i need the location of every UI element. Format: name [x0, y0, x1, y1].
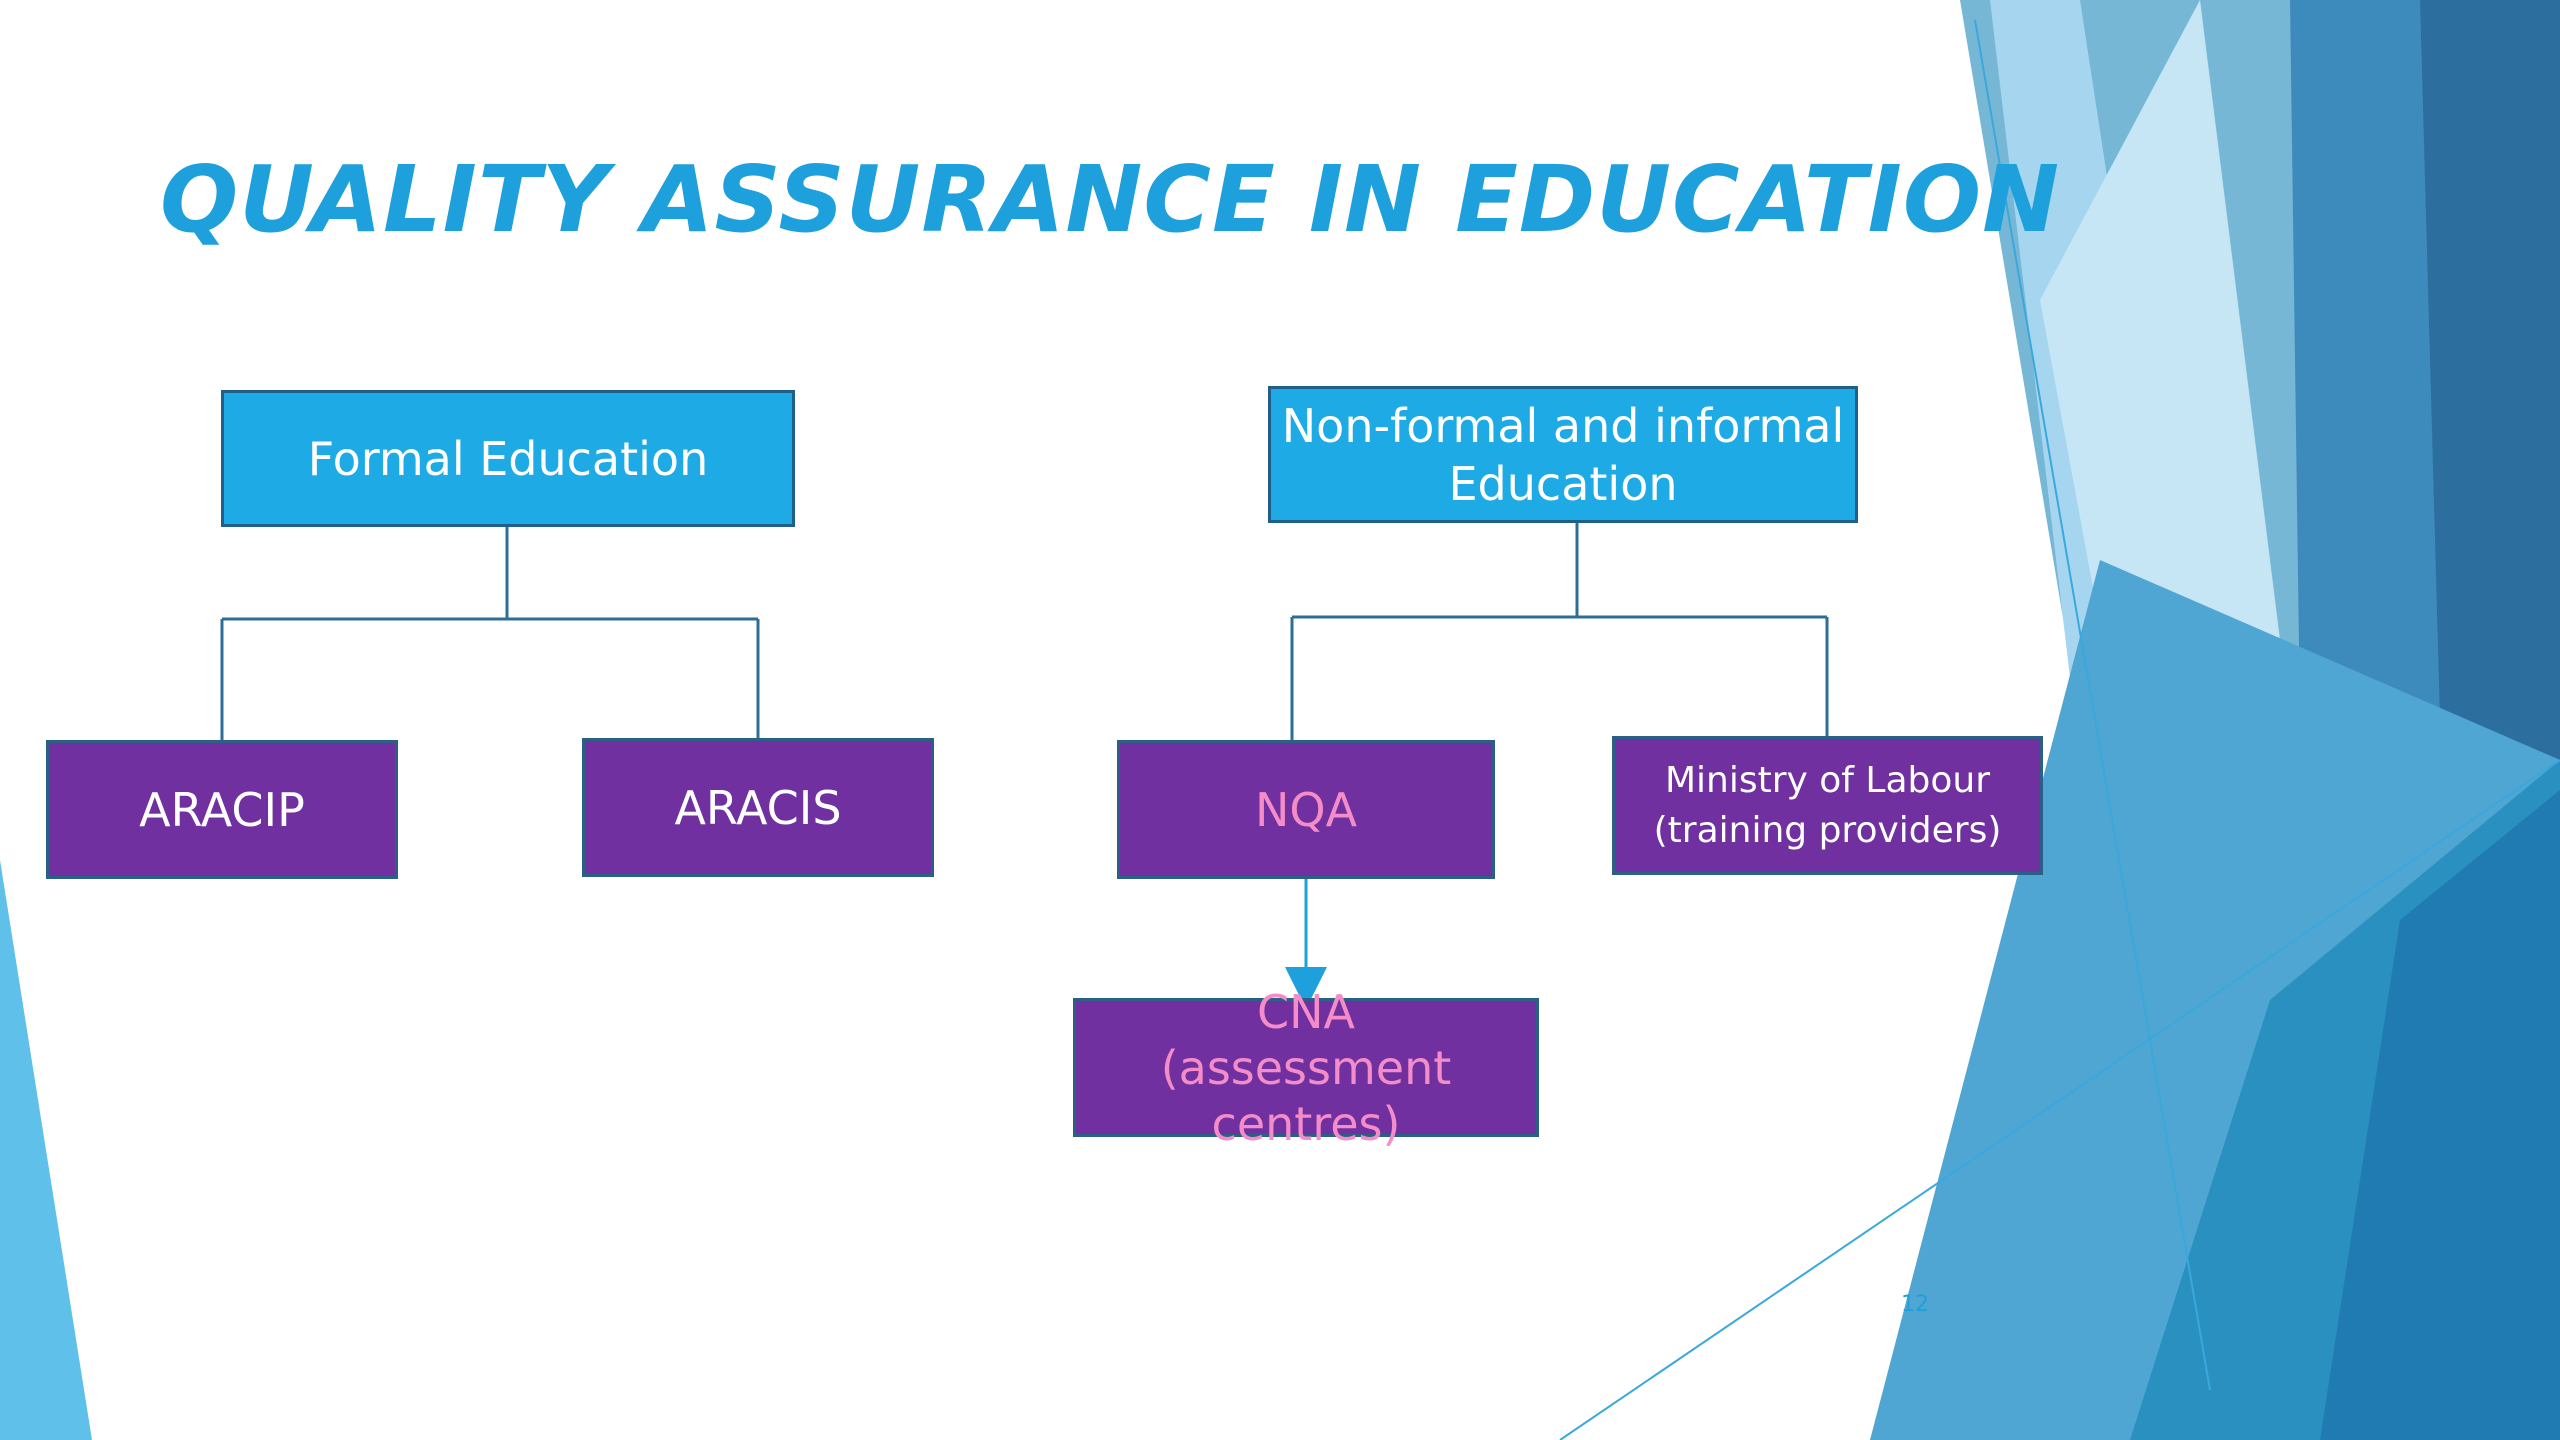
nonformal-education-label-line1: Non-formal and informal — [1281, 398, 1845, 453]
right-shard-deep — [2320, 790, 2560, 1440]
aracip-label: ARACIP — [139, 782, 305, 837]
thin-line-1 — [1974, 19, 2211, 1391]
cna-label-line1: CNA — [1257, 984, 1355, 1039]
aracip-box: ARACIP — [46, 740, 398, 879]
slide-title: QUALITY ASSURANCE IN EDUCATION — [160, 146, 2061, 253]
cna-box: CNA (assessment centres) — [1073, 985, 1539, 1151]
formal-education-box: Formal Education — [221, 390, 795, 527]
formal-education-label: Formal Education — [307, 431, 709, 486]
ministry-of-labour-box: Ministry of Labour (training providers) — [1612, 736, 2043, 875]
nqa-box: NQA — [1117, 740, 1495, 879]
thin-line-2 — [1559, 759, 2560, 1440]
aracis-label: ARACIS — [674, 780, 842, 835]
ministry-label-line1: Ministry of Labour — [1664, 759, 1991, 801]
cna-label-line2: (assessment centres) — [1160, 1040, 1452, 1151]
nonformal-education-label-line2: Education — [1448, 456, 1678, 511]
page-number: 12 — [1901, 1292, 1929, 1317]
aracis-box: ARACIS — [582, 738, 934, 877]
left-shard — [0, 860, 92, 1440]
nonformal-education-box: Non-formal and informal Education — [1268, 386, 1858, 523]
ministry-label-line2: (training providers) — [1653, 809, 2002, 851]
nqa-label: NQA — [1254, 782, 1358, 837]
